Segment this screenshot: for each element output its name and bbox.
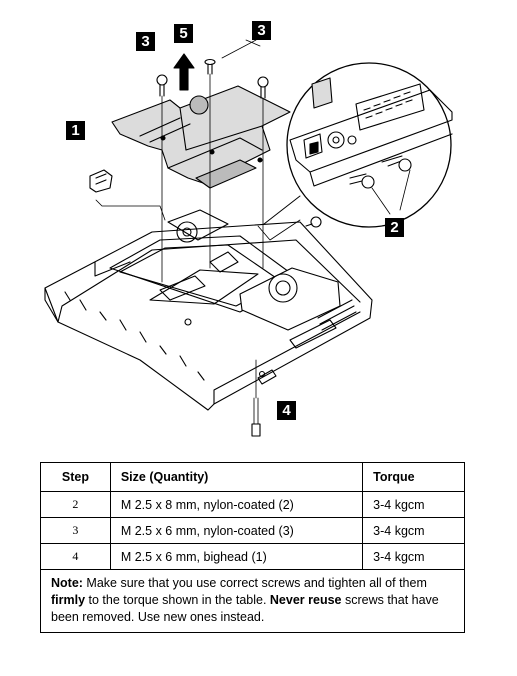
base-chassis xyxy=(44,209,373,411)
cell-torque: 3-4 kgcm xyxy=(362,517,465,544)
lift-arrow xyxy=(173,53,195,91)
cell-step: 4 xyxy=(40,543,111,570)
note-text: screws that have been removed. Use new o… xyxy=(51,593,439,624)
table-row: 2 M 2.5 x 8 mm, nylon-coated (2) 3-4 kgc… xyxy=(40,491,465,518)
cell-torque: 3-4 kgcm xyxy=(362,491,465,518)
callout-2: 2 xyxy=(385,218,404,237)
exploded-view-diagram xyxy=(44,39,453,437)
header-step: Step xyxy=(40,462,111,492)
callout-3-left: 3 xyxy=(136,32,155,51)
table-row: 3 M 2.5 x 6 mm, nylon-coated (3) 3-4 kgc… xyxy=(40,517,465,544)
table-header-row: Step Size (Quantity) Torque xyxy=(40,462,465,492)
callout-3-right: 3 xyxy=(252,21,271,40)
table-row: 4 M 2.5 x 6 mm, bighead (1) 3-4 kgcm xyxy=(40,543,465,570)
note-emphasis-firmly: firmly xyxy=(51,593,86,607)
callout-4: 4 xyxy=(277,401,296,420)
screw-small xyxy=(305,216,322,228)
note-row: Note: Make sure that you use correct scr… xyxy=(40,569,465,633)
note-cell: Note: Make sure that you use correct scr… xyxy=(40,569,465,633)
magnified-view xyxy=(257,62,453,241)
cell-size: M 2.5 x 6 mm, nylon-coated (3) xyxy=(109,517,364,544)
cell-step: 3 xyxy=(40,517,111,544)
cell-torque: 3-4 kgcm xyxy=(362,543,465,570)
note-label: Note: xyxy=(51,576,83,590)
header-size: Size (Quantity) xyxy=(109,462,364,492)
bracket-part xyxy=(89,169,166,221)
callout-1: 1 xyxy=(66,121,85,140)
screw-4 xyxy=(251,359,261,437)
cell-size: M 2.5 x 6 mm, bighead (1) xyxy=(109,543,364,570)
cell-step: 2 xyxy=(40,491,111,518)
note-text: to the torque shown in the table. xyxy=(85,593,270,607)
note-emphasis-never-reuse: Never reuse xyxy=(269,593,342,607)
header-torque: Torque xyxy=(362,462,465,492)
heatsink-plate xyxy=(111,85,291,189)
screw-group-3 xyxy=(156,39,269,283)
cell-size: M 2.5 x 8 mm, nylon-coated (2) xyxy=(109,491,364,518)
callout-5: 5 xyxy=(174,24,193,43)
screw-table: Step Size (Quantity) Torque 2 M 2.5 x 8 … xyxy=(40,462,465,633)
note-text: Make sure that you use correct screws an… xyxy=(82,576,427,590)
